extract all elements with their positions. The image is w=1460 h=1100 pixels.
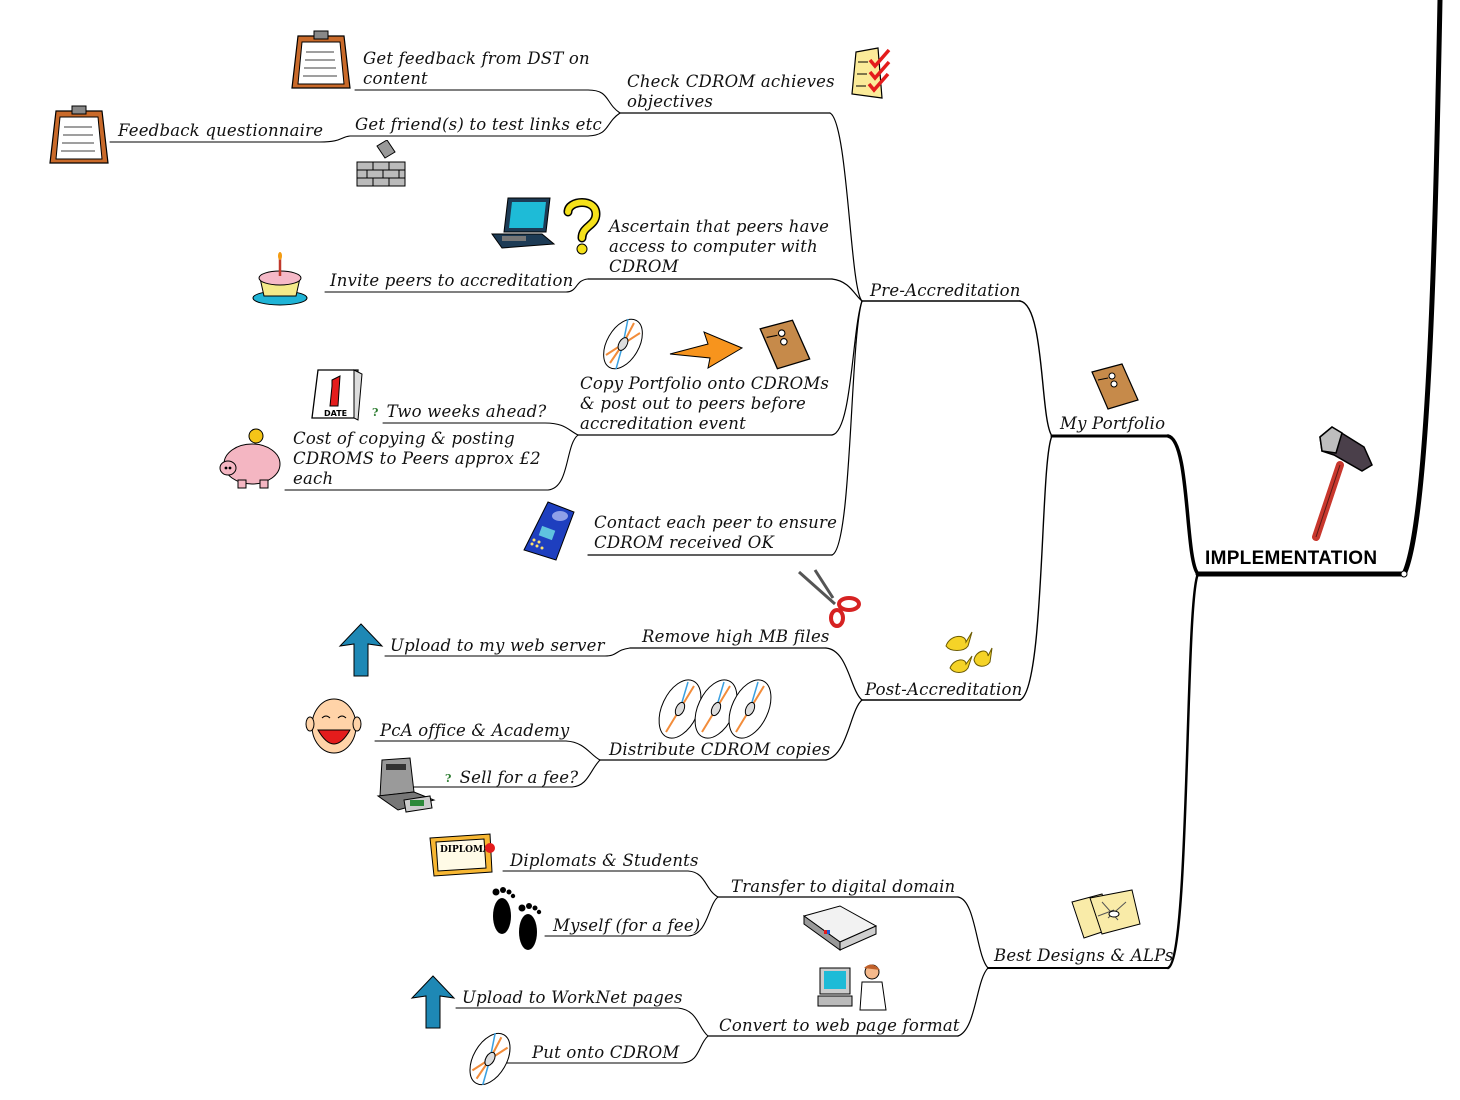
mobile-phone-icon [523,501,575,561]
topic-transfer-digital[interactable]: Transfer to digital domain [731,877,956,896]
topic-check-cdrom[interactable]: Check CDROM achieves objectives [627,72,835,111]
cd-icon [469,1032,511,1086]
topic-distribute[interactable]: Distribute CDROM copies [609,740,831,759]
topic-two-weeks-label: Two weeks ahead? [386,402,547,421]
topic-diplomats[interactable]: Diplomats & Students [510,851,699,870]
best-designs-branch-line [1166,572,1200,970]
portfolio-branch-line [1166,434,1200,576]
scanner-icon [802,905,878,951]
computer-user-icon [817,964,887,1011]
question-mark-icon [563,198,601,255]
arrow-up-icon [410,975,456,1029]
arrow-right-icon [669,331,744,369]
clipboard-icon [291,30,351,89]
pre-accreditation-line [1019,300,1053,437]
cd-icon [603,318,643,370]
topic-sell-fee[interactable]: ? Sell for a fee? [445,768,578,789]
piggy-bank-icon [219,428,281,489]
topic-pca-office[interactable]: PcA office & Academy [380,721,570,740]
hammer-icon [1312,426,1373,541]
cd-stack-icon [658,679,772,739]
question-marker-icon: ? [445,771,452,785]
topic-my-portfolio[interactable]: My Portfolio [1060,414,1166,433]
question-marker-icon: ? [372,405,379,419]
arrow-up-icon [338,623,384,677]
topic-friends-test[interactable]: Get friend(s) to test links etc [355,115,602,134]
cake-icon [252,252,308,306]
maps-icon [1071,889,1141,939]
topic-contact-peer[interactable]: Contact each peer to ensure CDROM receiv… [594,513,838,552]
root-topic[interactable]: IMPLEMENTATION [1205,548,1378,569]
topic-convert-web[interactable]: Convert to web page format [719,1016,960,1035]
svg-text:DATE: DATE [324,409,347,418]
diploma-icon: DIPLOMA [429,833,495,877]
topic-cost[interactable]: Cost of copying & posting CDROMS to Peer… [293,429,541,488]
laughing-face-icon [305,698,362,754]
post-accreditation-line [1019,435,1053,701]
clipboard-icon [49,105,109,164]
envelope-icon [1091,363,1139,410]
topic-two-weeks[interactable]: ? Two weeks ahead? [372,402,546,423]
root-to-top-line [1401,0,1443,577]
checklist-icon [851,47,891,99]
topic-myself[interactable]: Myself (for a fee) [553,916,701,935]
laptop-icon [491,197,556,249]
topic-invite-peers[interactable]: Invite peers to accreditation [330,271,574,290]
scissors-icon [798,569,861,628]
footprints-icon [492,887,542,950]
topic-upload-server[interactable]: Upload to my web server [390,636,605,655]
cash-register-icon [376,757,436,813]
topic-sell-fee-label: Sell for a fee? [459,768,579,787]
birds-icon [945,631,993,673]
topic-post-accreditation[interactable]: Post-Accreditation [865,680,1023,699]
topic-feedback-dst[interactable]: Get feedback from DST on content [363,49,590,88]
topic-put-cdrom[interactable]: Put onto CDROM [532,1043,680,1062]
calendar-icon: DATE [311,369,363,421]
topic-remove-files[interactable]: Remove high MB files [642,627,830,646]
envelope-icon [759,319,811,370]
bricks-icon [356,140,406,187]
topic-feedback-questionnaire[interactable]: Feedback questionnaire [118,121,324,140]
topic-ascertain[interactable]: Ascertain that peers have access to comp… [609,217,830,276]
topic-best-designs[interactable]: Best Designs & ALPs [994,946,1174,965]
topic-upload-worknet[interactable]: Upload to WorkNet pages [462,988,683,1007]
topic-copy-portfolio[interactable]: Copy Portfolio onto CDROMs & post out to… [580,374,830,433]
svg-text:DIPLOMA: DIPLOMA [440,845,491,855]
topic-pre-accreditation[interactable]: Pre-Accreditation [870,281,1021,300]
